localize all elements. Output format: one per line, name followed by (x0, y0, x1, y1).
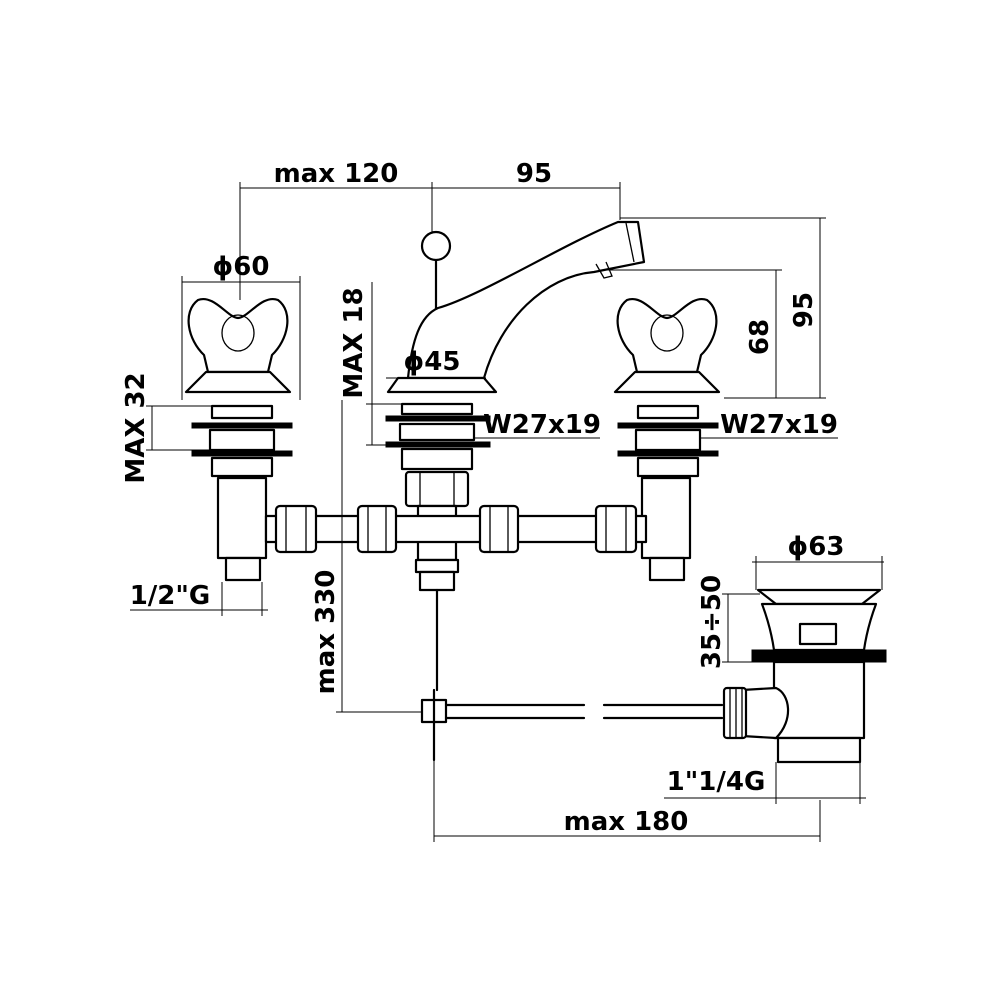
dim-spout-body-diameter: ϕ45 (404, 347, 461, 377)
dim-thread-center: W27x19 (483, 410, 601, 440)
lift-rod-knob (420, 230, 452, 262)
dim-supply-length-max: max 330 (311, 570, 341, 695)
dim-spout-reach-max: max 120 (274, 159, 399, 189)
dim-drain-height-range: 35÷50 (697, 575, 727, 669)
dim-drain-plug-diameter: ϕ63 (788, 532, 845, 562)
dim-drain-thread: 1"1/4G (667, 767, 766, 797)
dim-pull-rod-length-max: max 180 (564, 807, 689, 837)
dim-thread-right: W27x19 (720, 410, 838, 440)
right-handle-knob (616, 297, 718, 374)
drain-plug-cap (756, 588, 882, 606)
left-handle-knob (187, 297, 289, 374)
dimension-labels: max 120 95 ϕ60 ϕ45 MAX 18 68 95 MAX 32 W… (121, 159, 844, 837)
dim-spout-height-total: 95 (789, 292, 819, 328)
dim-inlet-thread: 1/2"G (130, 581, 211, 611)
dim-spout-height-outlet: 68 (745, 319, 775, 355)
dim-spout-mount-max: MAX 18 (339, 287, 369, 398)
supply-pipe (264, 504, 648, 554)
dimension-lines (130, 182, 884, 842)
spout-arm (406, 220, 646, 380)
pop-up-drain (722, 588, 887, 764)
dim-handle-diameter: ϕ60 (213, 252, 270, 282)
pull-rod (420, 688, 724, 762)
dim-spout-span: 95 (516, 159, 552, 189)
dim-handle-mount-max: MAX 32 (121, 372, 151, 483)
spout-body (385, 220, 646, 692)
left-handle-valve (184, 297, 293, 582)
right-handle-valve (613, 297, 721, 582)
